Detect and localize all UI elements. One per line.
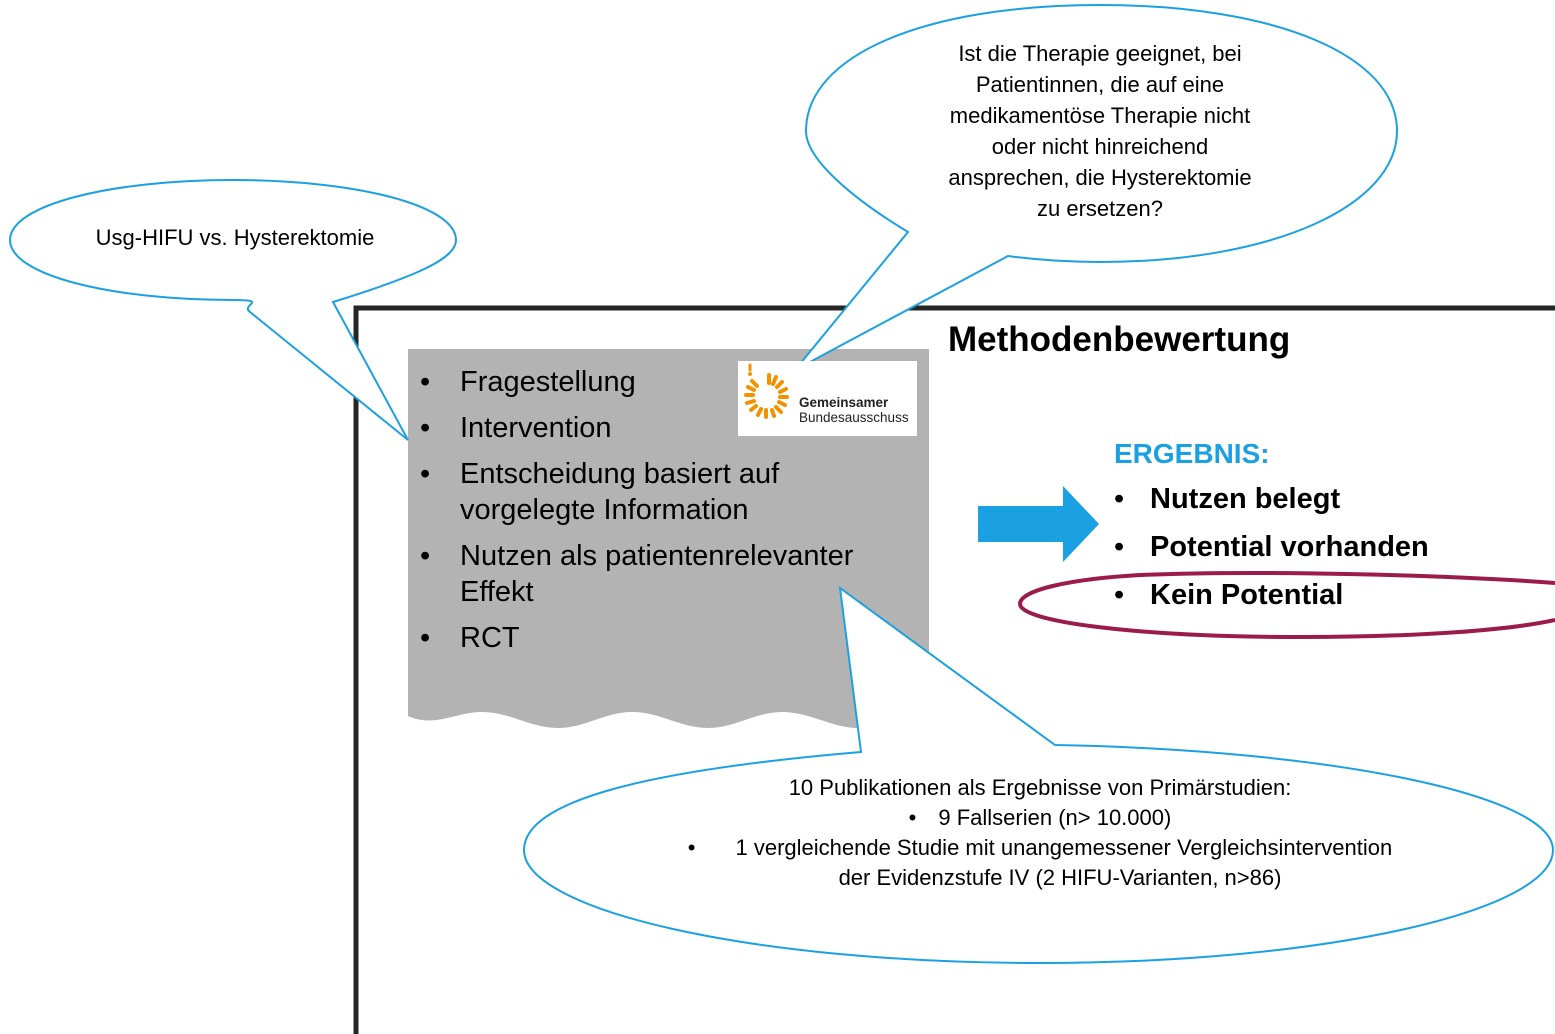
bullet: • [420, 540, 431, 572]
right-arrow-icon [978, 486, 1099, 562]
speech-bubble-top [794, 3, 1399, 371]
main-frame [353, 305, 1555, 1034]
bubble-left-text: Usg-HIFU vs. Hysterektomie [95, 225, 375, 250]
logo-line-2: Bundesausschuss [799, 410, 909, 425]
sunburst-logo-icon [744, 363, 789, 419]
highlight-ellipse [1017, 571, 1555, 640]
result-label: Kein Potential [1150, 579, 1344, 611]
bubble-bottom-text: 10 Publikationen als Ergebnisse von Prim… [560, 773, 1520, 893]
result-item: • Potential vorhanden [1114, 529, 1429, 565]
result-item-highlighted: • Kein Potential [1114, 577, 1429, 613]
criterion-label: Nutzen als patientenrelevanter Effekt [460, 540, 854, 608]
bubble-top-line: Patientinnen, die auf eine [975, 72, 1225, 97]
criterion-label: Fragestellung [460, 366, 636, 398]
bubble-bottom-continuation: der Evidenzstufe IV (2 HIFU-Varianten, n… [838, 865, 1282, 890]
result-label: Nutzen belegt [1150, 483, 1341, 515]
criteria-panel [408, 349, 929, 728]
bullet: • [908, 805, 917, 830]
bullet: • [420, 458, 431, 490]
organization-logo: Gemeinsamer Bundesausschuss [738, 361, 917, 436]
bubble-top-line: zu ersetzen? [1037, 196, 1163, 221]
logo-text: Gemeinsamer Bundesausschuss [799, 395, 909, 425]
list-item: • Nutzen als patientenrelevanter Effekt [418, 538, 918, 610]
speech-bubble-left [8, 178, 458, 441]
bullet: • [1114, 531, 1125, 563]
list-item: • RCT [418, 620, 918, 656]
result-item: • Nutzen belegt [1114, 481, 1429, 517]
bullet: • [420, 622, 431, 654]
bubble-top-line: Ist die Therapie geeignet, bei [958, 41, 1242, 66]
criterion-label: RCT [460, 622, 520, 654]
criterion-label: Entscheidung basiert auf vorgelegte Info… [460, 458, 780, 526]
list-item: • Intervention [418, 410, 918, 446]
page-title: Methodenbewertung [948, 320, 1291, 359]
list-item: • Entscheidung basiert auf vorgelegte In… [418, 456, 920, 528]
bubble-bottom-item-label: 9 Fallserien (n> 10.000) [938, 805, 1172, 830]
criterion-label: Intervention [460, 412, 612, 444]
bullet: • [420, 412, 431, 444]
bubble-bottom-item-label: 1 vergleichende Studie mit unangemessene… [735, 835, 1393, 860]
result-heading: ERGEBNIS: [1114, 438, 1270, 469]
bubble-bottom-item: • 9 Fallserien (n> 10.000) [560, 803, 1520, 833]
speech-bubble-bottom [522, 585, 1555, 965]
bullet: • [1114, 579, 1125, 611]
result-list: • Nutzen belegt • Potential vorhanden • … [1114, 481, 1429, 625]
criteria-list: • Fragestellung • Intervention • Entsche… [418, 364, 918, 666]
logo-line-1: Gemeinsamer [799, 395, 889, 410]
bullet: • [687, 835, 696, 860]
bubble-top-line: medikamentöse Therapie nicht [949, 103, 1251, 128]
bubble-bottom-item: • 1 vergleichende Studie mit unangemessen… [560, 833, 1520, 863]
bubble-top-line: oder nicht hinreichend [991, 134, 1209, 159]
bullet: • [420, 366, 431, 398]
bubble-bottom-intro: 10 Publikationen als Ergebnisse von Prim… [788, 775, 1292, 800]
bullet: • [1114, 483, 1125, 515]
list-item: • Fragestellung [418, 364, 918, 400]
result-label: Potential vorhanden [1150, 531, 1429, 563]
bubble-top-line: ansprechen, die Hysterektomie [948, 165, 1252, 190]
bubble-top-text: Ist die Therapie geeignet, bei Patientin… [880, 38, 1320, 224]
